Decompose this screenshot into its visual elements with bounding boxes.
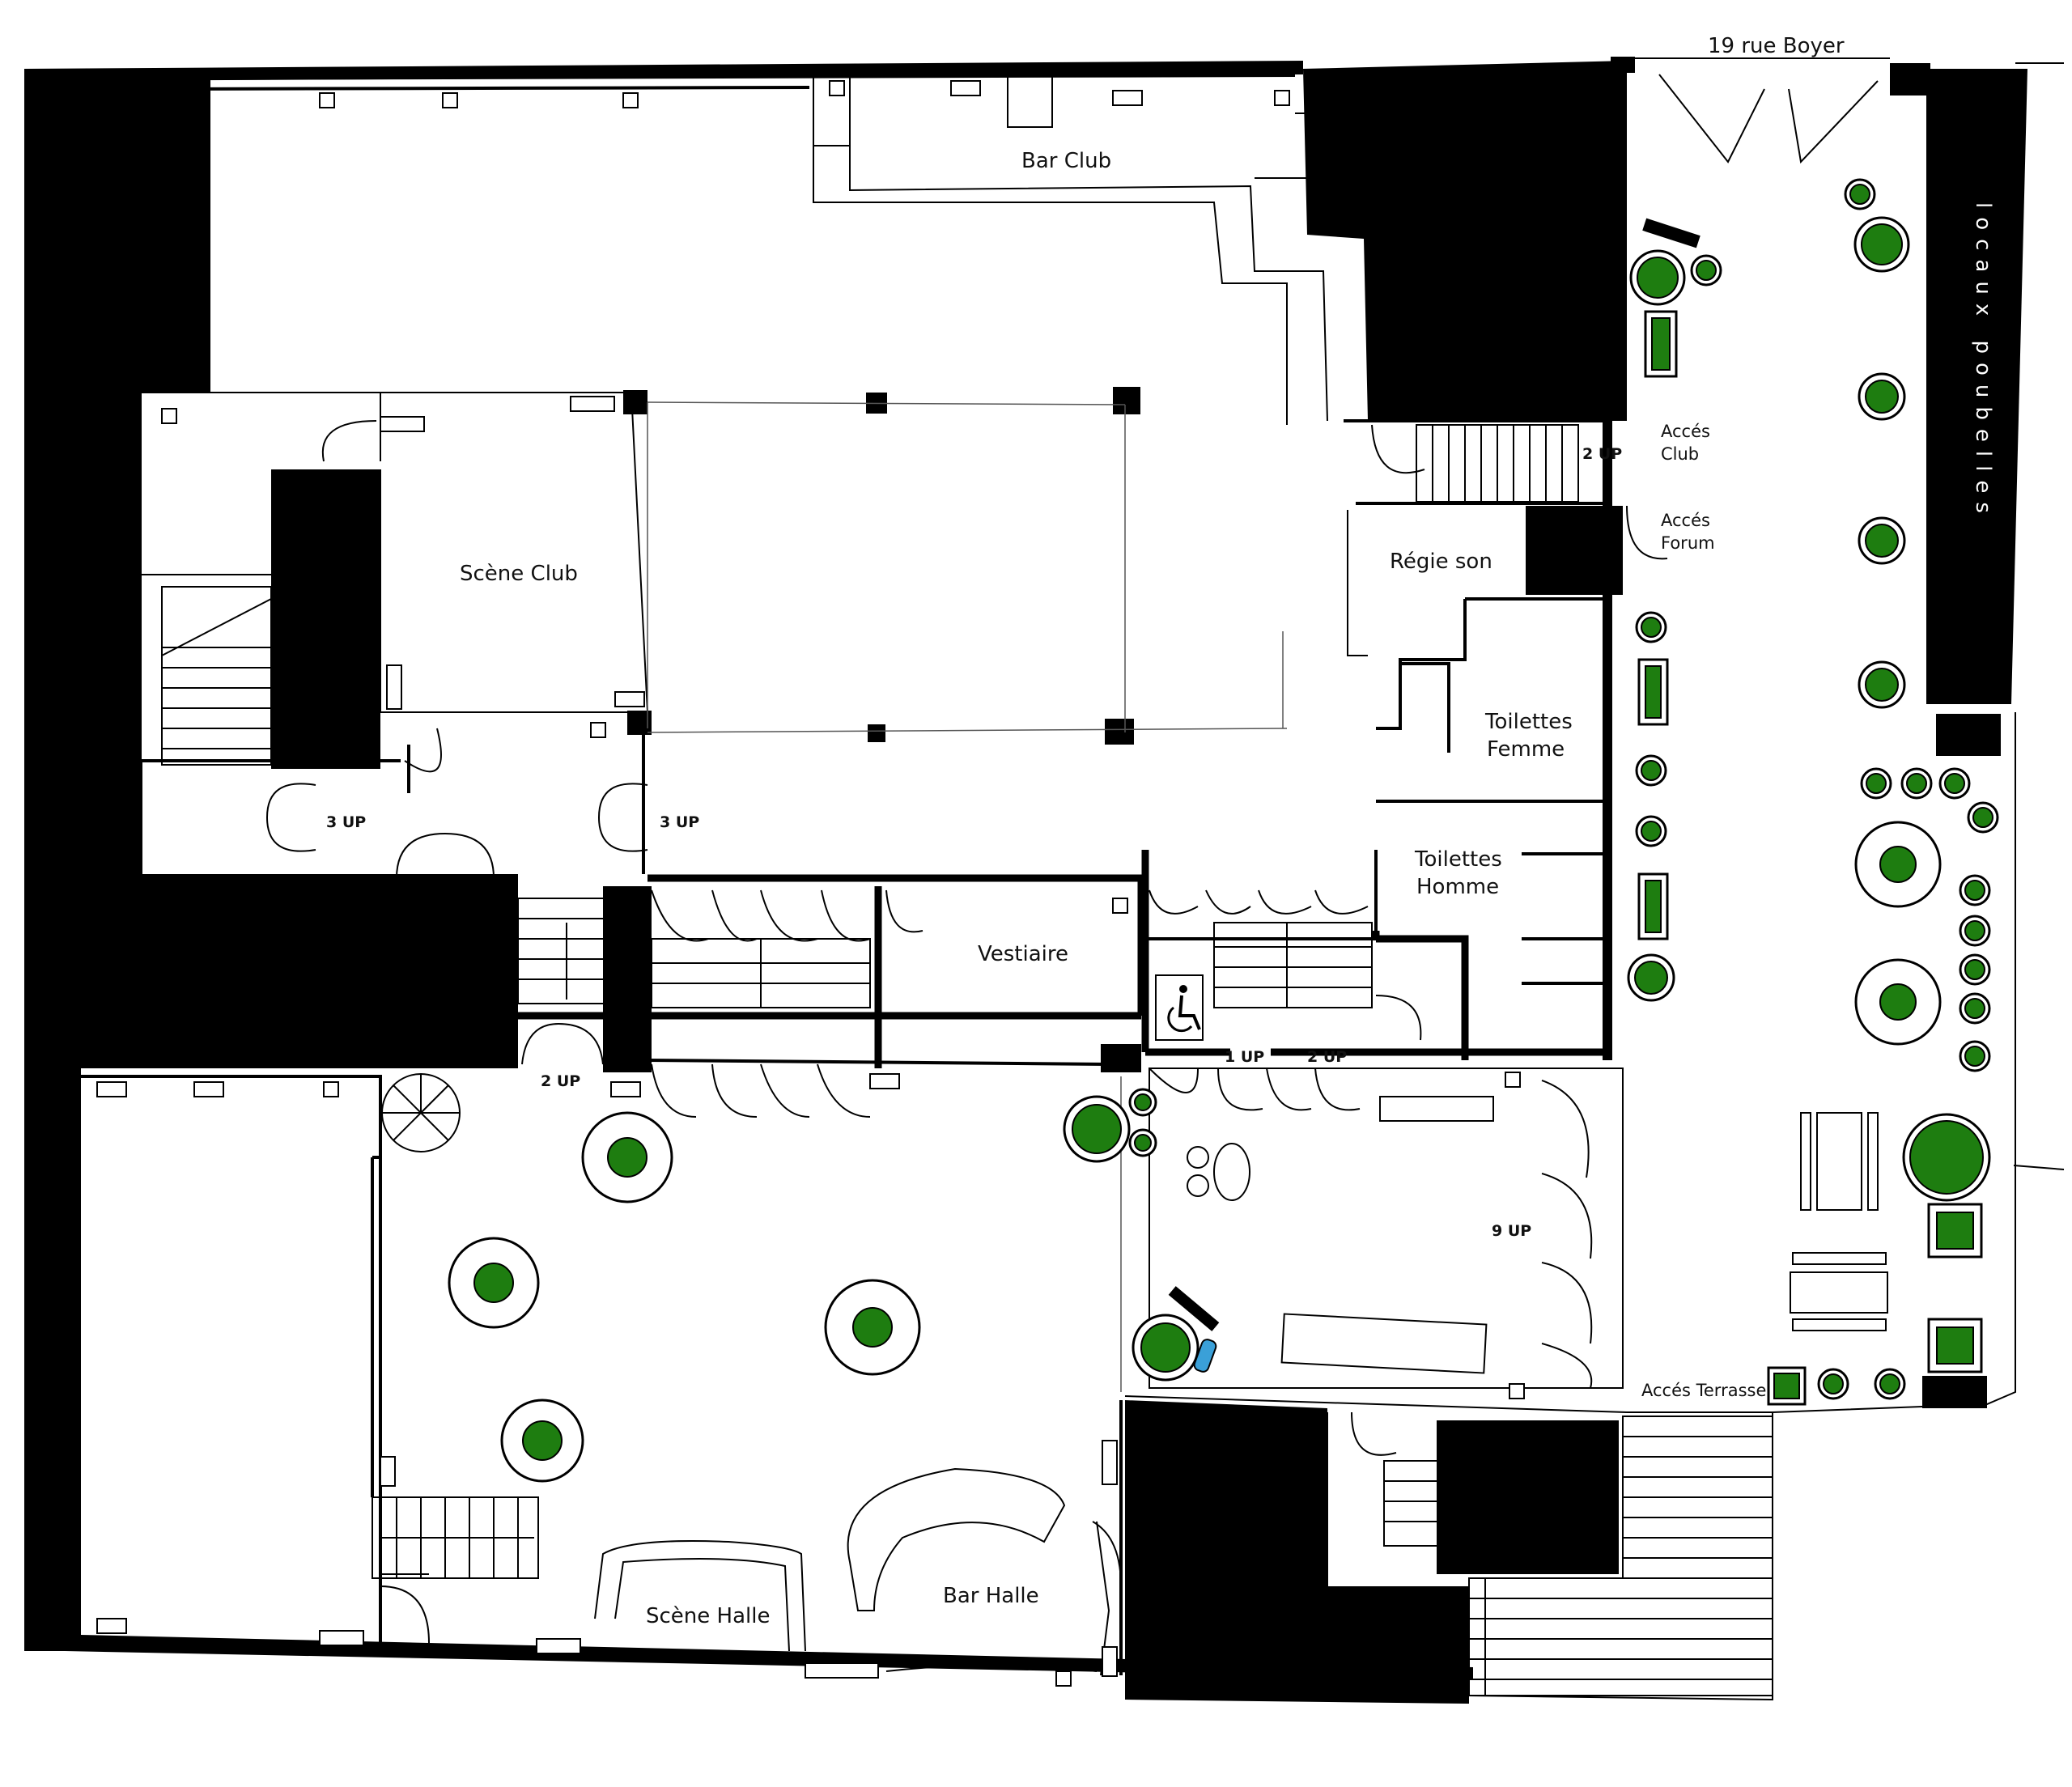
acces-club-1: Accés (1661, 422, 1710, 441)
room-vestiaire: Vestiaire (978, 942, 1068, 966)
street-label: 19 rue Boyer (1708, 34, 1845, 58)
room-bar-halle: Bar Halle (943, 1584, 1039, 1608)
acces-forum-2: Forum (1661, 533, 1715, 553)
steps-9up: 9 UP (1492, 1222, 1531, 1240)
acces-club-2: Club (1661, 444, 1699, 464)
room-toilettes-homme-2: Homme (1416, 875, 1499, 899)
interior-walls (81, 57, 2065, 1701)
locaux-poubelles-label: locaux poubelles (1971, 202, 1995, 522)
power-outlet-icon (96, 80, 1525, 1687)
steps-1up-center: 1 UP (1225, 1048, 1264, 1066)
room-scene-halle: Scène Halle (646, 1604, 770, 1628)
acces-terrasse: Accés Terrasse (1641, 1381, 1766, 1400)
room-regie-son: Régie son (1390, 550, 1492, 574)
room-toilettes-homme-1: Toilettes (1414, 847, 1502, 872)
steps-3up-left: 3 UP (326, 813, 366, 831)
walls (24, 57, 2027, 1704)
wheelchair-icon (1155, 974, 1204, 1041)
steps-2up-center: 2 UP (1307, 1048, 1347, 1066)
room-scene-club: Scène Club (460, 562, 578, 586)
steps-3up-right: 3 UP (660, 813, 699, 831)
room-toilettes-femme-1: Toilettes (1484, 710, 1573, 734)
labels: 19 rue Boyer Bar Club Scène Club Régie s… (326, 34, 1845, 1628)
stairs (161, 424, 1773, 1696)
doors (266, 74, 1879, 1644)
steps-2up-club: 2 UP (1582, 445, 1622, 463)
room-bar-club: Bar Club (1021, 149, 1111, 173)
acces-forum-1: Accés (1661, 511, 1710, 530)
furniture (448, 178, 1999, 1483)
room-toilettes-femme-2: Femme (1487, 737, 1565, 762)
steps-2up-halle: 2 UP (541, 1072, 580, 1090)
